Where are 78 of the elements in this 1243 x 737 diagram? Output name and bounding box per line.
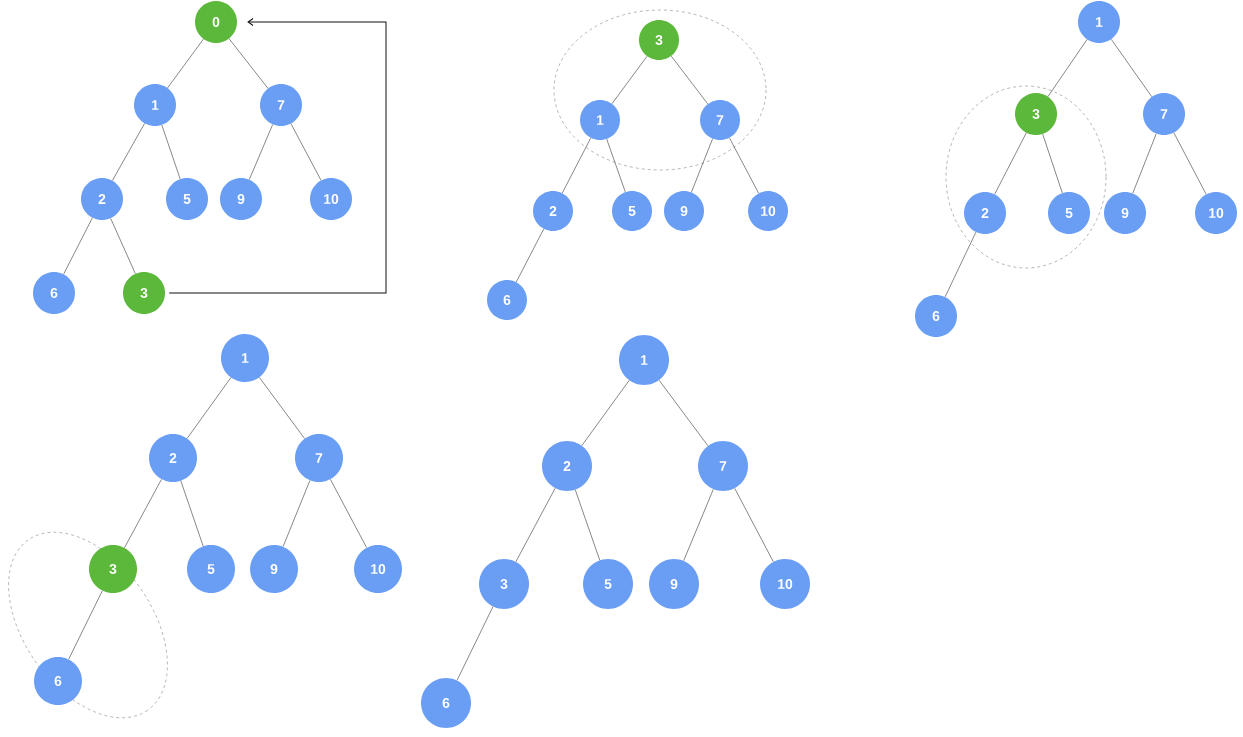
tree-node: 5 <box>187 545 235 593</box>
tree-node: 1 <box>221 334 269 382</box>
tree-node: 5 <box>1048 192 1090 234</box>
tree-edge <box>248 124 274 180</box>
tree-edge <box>561 137 592 194</box>
tree-node: 2 <box>964 192 1006 234</box>
tree-node: 9 <box>664 191 704 231</box>
tree-node: 3 <box>89 545 137 593</box>
tree-edge <box>282 480 311 547</box>
tree-edge <box>1047 39 1088 97</box>
tree-node: 7 <box>698 441 748 491</box>
tree-node: 10 <box>748 191 788 231</box>
tree-node: 3 <box>1015 93 1057 135</box>
tree-edge <box>124 478 162 549</box>
tree-edge <box>63 217 93 275</box>
tree-node: 7 <box>1143 93 1185 135</box>
tree-edge <box>167 38 204 89</box>
arrow <box>168 18 387 294</box>
tree-node: 2 <box>81 178 123 220</box>
tree-node: 9 <box>649 559 699 609</box>
tree-edge <box>456 606 494 681</box>
tree-edge <box>658 379 709 447</box>
tree-node: 6 <box>34 657 82 705</box>
tree-edge <box>330 479 367 548</box>
tree-edge <box>259 377 305 439</box>
tree-node: 2 <box>533 191 573 231</box>
tree-edge <box>515 487 556 563</box>
tree-edge <box>944 231 977 298</box>
tree-edge <box>729 137 759 194</box>
tree-edge <box>683 488 714 562</box>
tree-node: 1 <box>619 335 669 385</box>
tree-edge <box>1042 133 1063 194</box>
tree-edge <box>606 138 626 193</box>
tree-edge <box>734 487 774 563</box>
tree-edge <box>112 123 145 181</box>
tree-node: 2 <box>149 434 197 482</box>
tree-edge <box>290 123 322 181</box>
tree-node: 5 <box>612 191 652 231</box>
tree-node: 5 <box>166 178 208 220</box>
tree-edge <box>180 480 204 547</box>
tree-node: 3 <box>123 272 165 314</box>
tree-node: 7 <box>295 434 343 482</box>
tree-edge <box>581 380 630 446</box>
tree-node: 10 <box>354 545 402 593</box>
tree-node: 1 <box>1078 1 1120 43</box>
tree-node: 9 <box>220 178 262 220</box>
tree-edge <box>1132 133 1157 194</box>
tree-node: 6 <box>33 272 75 314</box>
tree-edge <box>670 55 709 105</box>
tree-node: 9 <box>250 545 298 593</box>
tree-node: 1 <box>580 100 620 140</box>
tree-edge <box>68 590 103 660</box>
tree-edge <box>110 218 136 274</box>
tree-node: 9 <box>1104 192 1146 234</box>
tree-node: 3 <box>479 559 529 609</box>
tree-edge <box>994 132 1027 195</box>
tree-node: 6 <box>421 678 471 728</box>
tree-node: 10 <box>760 559 810 609</box>
tree-edge <box>574 489 601 561</box>
tree-edge <box>611 55 648 105</box>
tree-node: 7 <box>700 100 740 140</box>
tree-node: 10 <box>310 178 352 220</box>
tree-node: 5 <box>583 559 633 609</box>
tree-edge <box>1110 38 1153 98</box>
tree-edge <box>1173 132 1207 195</box>
tree-node: 0 <box>195 1 237 43</box>
tree-edge <box>186 377 232 439</box>
tree-node: 6 <box>487 280 527 320</box>
tree-node: 10 <box>1195 192 1237 234</box>
tree-edge <box>691 138 713 193</box>
tree-edge <box>228 38 269 89</box>
tree-node: 7 <box>260 84 302 126</box>
tree-edge <box>161 124 181 180</box>
tree-node: 1 <box>134 84 176 126</box>
tree-edge <box>515 228 545 283</box>
tree-node: 6 <box>915 295 957 337</box>
tree-node: 3 <box>639 20 679 60</box>
tree-node: 2 <box>542 441 592 491</box>
